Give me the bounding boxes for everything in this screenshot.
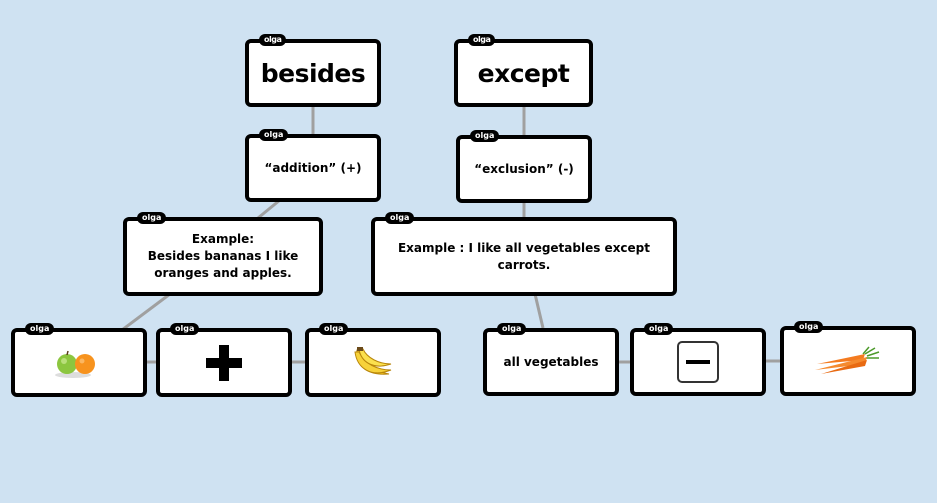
carrots-icon: [815, 346, 880, 374]
example-line: Besides bananas I like: [147, 249, 299, 263]
card-exclusion[interactable]: olga “exclusion” (-): [456, 130, 592, 203]
card-text: all vegetables: [503, 354, 599, 369]
author-tag: olga: [137, 212, 167, 224]
connector-addition-example: [257, 198, 281, 220]
plus-icon: [206, 344, 242, 381]
minus-icon: [677, 341, 719, 383]
card-minus[interactable]: olga: [630, 323, 766, 396]
author-tag: olga: [319, 323, 349, 335]
card-text: except: [477, 58, 570, 88]
connector-example-fruits: [121, 292, 171, 332]
author-tag: olga: [468, 34, 496, 46]
bananas-icon: [354, 346, 392, 375]
card-carrots[interactable]: olga: [780, 321, 916, 396]
card-besides[interactable]: olga besides: [245, 34, 381, 107]
author-tag: olga: [385, 212, 415, 224]
author-tag: olga: [644, 323, 674, 335]
card-plus[interactable]: olga: [156, 323, 292, 397]
author-tag: olga: [25, 323, 55, 335]
connector-example-vegetables: [533, 293, 545, 329]
card-addition[interactable]: olga “addition” (+): [245, 129, 381, 202]
example-line: oranges and apples.: [154, 266, 292, 280]
apple-orange-icon: [55, 350, 95, 378]
author-tag: olga: [259, 129, 289, 141]
card-text: besides: [260, 58, 366, 88]
author-tag: olga: [259, 34, 287, 46]
card-fruits[interactable]: olga: [11, 323, 147, 397]
card-text: “exclusion” (-): [474, 161, 574, 176]
card-example-except[interactable]: olga Example : I like all vegetables exc…: [371, 212, 677, 296]
card-text: “addition” (+): [264, 160, 362, 175]
example-line: Example:: [191, 232, 255, 246]
card-bananas[interactable]: olga: [305, 323, 441, 397]
card-all-vegetables[interactable]: olga all vegetables: [483, 323, 619, 396]
author-tag: olga: [497, 323, 527, 335]
author-tag: olga: [170, 323, 200, 335]
card-except[interactable]: olga except: [454, 34, 593, 107]
author-tag: olga: [470, 130, 500, 142]
author-tag: olga: [794, 321, 824, 333]
card-text: Example : I like all vegetables except c…: [397, 240, 651, 272]
card-example-besides[interactable]: olga Example: Besides bananas I like ora…: [123, 212, 323, 296]
